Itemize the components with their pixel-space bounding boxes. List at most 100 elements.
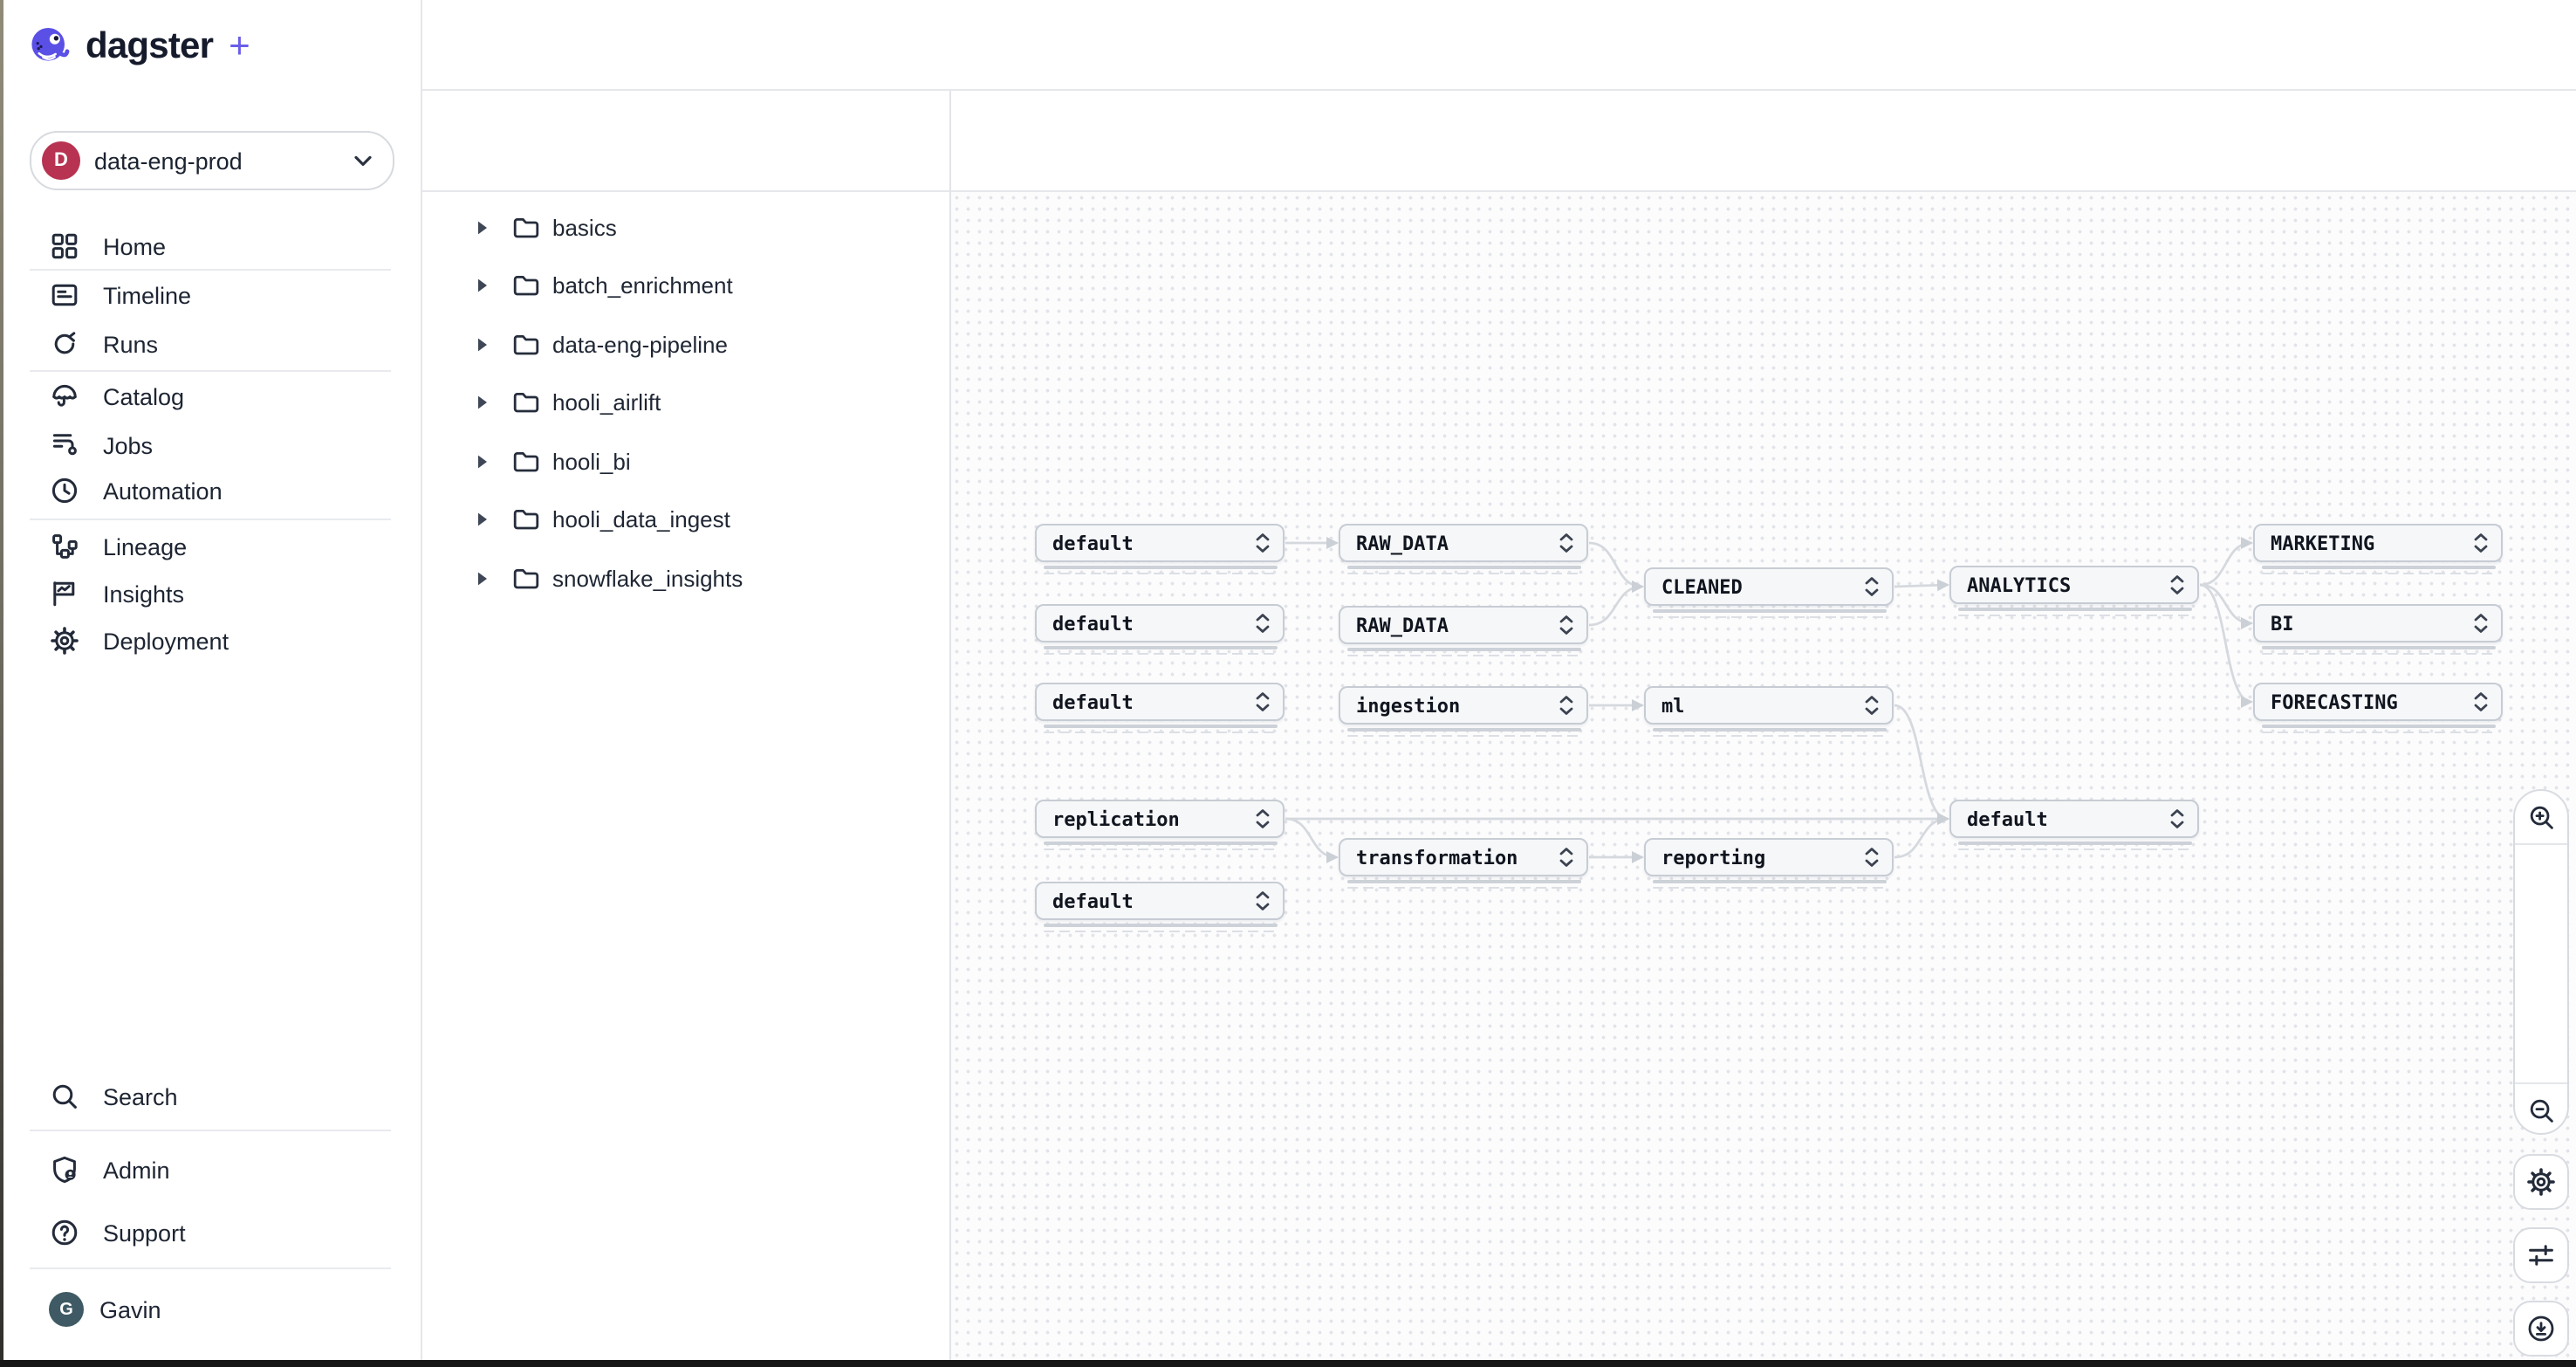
caret-right-icon[interactable] (476, 336, 488, 352)
group-node-label: RAW_DATA (1356, 532, 1449, 554)
unfold-icon[interactable] (2473, 613, 2489, 634)
tree-folder-data-eng-pipeline[interactable]: data-eng-pipeline (421, 323, 949, 365)
unfold-icon[interactable] (2169, 808, 2185, 829)
group-node-box[interactable]: RAW_DATA (1339, 606, 1588, 644)
sidebar-item-automation[interactable]: Automation (0, 466, 421, 515)
unfold-icon[interactable] (1255, 691, 1271, 712)
graph-filters-button[interactable] (2513, 1227, 2569, 1283)
unfold-icon[interactable] (1255, 808, 1271, 829)
sidebar-item-search[interactable]: Search (0, 1072, 421, 1121)
group-node-ingestion[interactable]: ingestion (1339, 686, 1588, 737)
sidebar-item-catalog[interactable]: Catalog (0, 372, 421, 421)
tree-folder-batch_enrichment[interactable]: batch_enrichment (421, 264, 949, 306)
group-node-reporting[interactable]: reporting (1644, 838, 1894, 889)
group-node-default-3[interactable]: default (1035, 683, 1285, 733)
unfold-icon[interactable] (1255, 890, 1271, 911)
unfold-icon[interactable] (1559, 532, 1574, 553)
group-node-label: ingestion (1356, 694, 1460, 717)
group-node-box[interactable]: default (1949, 800, 2199, 838)
sidebar-item-label: Lineage (103, 533, 187, 560)
caret-right-icon[interactable] (476, 453, 488, 469)
group-node-transformation[interactable]: transformation (1339, 838, 1588, 889)
group-node-label: ANALYTICS (1967, 574, 2071, 596)
group-node-box[interactable]: default (1035, 524, 1285, 562)
tree-folder-hooli_airlift[interactable]: hooli_airlift (421, 381, 949, 423)
caret-right-icon[interactable] (476, 512, 488, 527)
collapsed-assets-bar (1652, 728, 1886, 731)
group-node-box[interactable]: BI (2253, 604, 2503, 642)
caret-right-icon[interactable] (476, 570, 488, 586)
group-node-box[interactable]: default (1035, 604, 1285, 642)
workspace-switcher[interactable]: D data-eng-prod (30, 131, 394, 190)
group-node-replication[interactable]: replication (1035, 800, 1285, 850)
caret-right-icon[interactable] (476, 219, 488, 235)
unfold-icon[interactable] (1559, 615, 1574, 635)
download-graph-button[interactable] (2513, 1301, 2569, 1357)
group-node-box[interactable]: default (1035, 683, 1285, 721)
group-node-box[interactable]: transformation (1339, 838, 1588, 876)
zoom-in-button[interactable] (2515, 791, 2567, 845)
tree-folder-basics[interactable]: basics (421, 206, 949, 248)
unfold-icon[interactable] (1559, 695, 1574, 716)
group-node-analytics[interactable]: ANALYTICS (1949, 566, 2199, 616)
tree-folder-snowflake_insights[interactable]: snowflake_insights (421, 557, 949, 599)
caret-right-icon[interactable] (476, 395, 488, 410)
unfold-icon[interactable] (1255, 613, 1271, 634)
group-node-default-2[interactable]: default (1035, 604, 1285, 655)
group-node-marketing[interactable]: MARKETING (2253, 524, 2503, 574)
unfold-icon[interactable] (1864, 576, 1880, 597)
sidebar-item-jobs[interactable]: Jobs (0, 421, 421, 470)
lineage-graph-canvas[interactable]: defaultRAW_DATACLEANEDdefaultRAW_DATAANA… (950, 192, 2576, 1360)
collapsed-assets-bar (1652, 880, 1886, 883)
collapsed-assets-bar (1346, 566, 1580, 568)
tree-folder-hooli_bi[interactable]: hooli_bi (421, 440, 949, 482)
collapsed-assets-bar (1346, 572, 1580, 574)
group-node-box[interactable]: RAW_DATA (1339, 524, 1588, 562)
group-node-cleaned[interactable]: CLEANED (1644, 567, 1894, 618)
unfold-icon[interactable] (1864, 695, 1880, 716)
group-node-box[interactable]: reporting (1644, 838, 1894, 876)
group-node-box[interactable]: MARKETING (2253, 524, 2503, 562)
group-node-bi[interactable]: BI (2253, 604, 2503, 655)
group-node-default-4[interactable]: default (1949, 800, 2199, 850)
group-node-box[interactable]: ingestion (1339, 686, 1588, 725)
graph-settings-button[interactable] (2513, 1154, 2569, 1210)
group-node-box[interactable]: ml (1644, 686, 1894, 725)
group-node-box[interactable]: FORECASTING (2253, 683, 2503, 721)
tree-folder-label: batch_enrichment (552, 272, 733, 299)
tree-folder-hooli_data_ingest[interactable]: hooli_data_ingest (421, 498, 949, 540)
unfold-icon[interactable] (1255, 532, 1271, 553)
sidebar-item-deployment[interactable]: Deployment (0, 616, 421, 665)
sidebar-item-support[interactable]: Support (0, 1208, 421, 1257)
group-node-box[interactable]: default (1035, 882, 1285, 920)
dagster-logo[interactable]: dagster + (28, 23, 250, 70)
group-node-box[interactable]: ANALYTICS (1949, 566, 2199, 604)
unfold-icon[interactable] (2473, 691, 2489, 712)
unfold-icon[interactable] (1559, 847, 1574, 868)
user-menu[interactable]: G Gavin (0, 1285, 421, 1334)
zoom-out-button[interactable] (2515, 1082, 2567, 1137)
group-node-default-5[interactable]: default (1035, 882, 1285, 932)
group-node-box[interactable]: replication (1035, 800, 1285, 838)
tree-folder-label: snowflake_insights (552, 565, 743, 591)
unfold-icon[interactable] (1864, 847, 1880, 868)
caret-right-icon[interactable] (476, 278, 488, 293)
group-node-raw-data-2[interactable]: RAW_DATA (1339, 606, 1588, 656)
group-node-ml[interactable]: ml (1644, 686, 1894, 737)
unfold-icon[interactable] (2169, 574, 2185, 595)
sidebar-item-lineage[interactable]: Lineage (0, 522, 421, 571)
sidebar-item-insights[interactable]: Insights (0, 569, 421, 618)
group-node-default-1[interactable]: default (1035, 524, 1285, 574)
group-node-label: default (1052, 532, 1134, 554)
sidebar-item-timeline[interactable]: Timeline (0, 271, 421, 319)
sidebar-item-admin[interactable]: Admin (0, 1145, 421, 1194)
group-node-forecasting[interactable]: FORECASTING (2253, 683, 2503, 733)
group-node-label: default (1052, 612, 1134, 635)
group-node-box[interactable]: CLEANED (1644, 567, 1894, 606)
unfold-icon[interactable] (2473, 532, 2489, 553)
sidebar-item-home[interactable]: Home (0, 222, 421, 271)
timeline-icon (49, 279, 80, 311)
group-node-raw-data-1[interactable]: RAW_DATA (1339, 524, 1588, 574)
sidebar-item-runs[interactable]: Runs (0, 319, 421, 368)
divider (30, 269, 391, 271)
